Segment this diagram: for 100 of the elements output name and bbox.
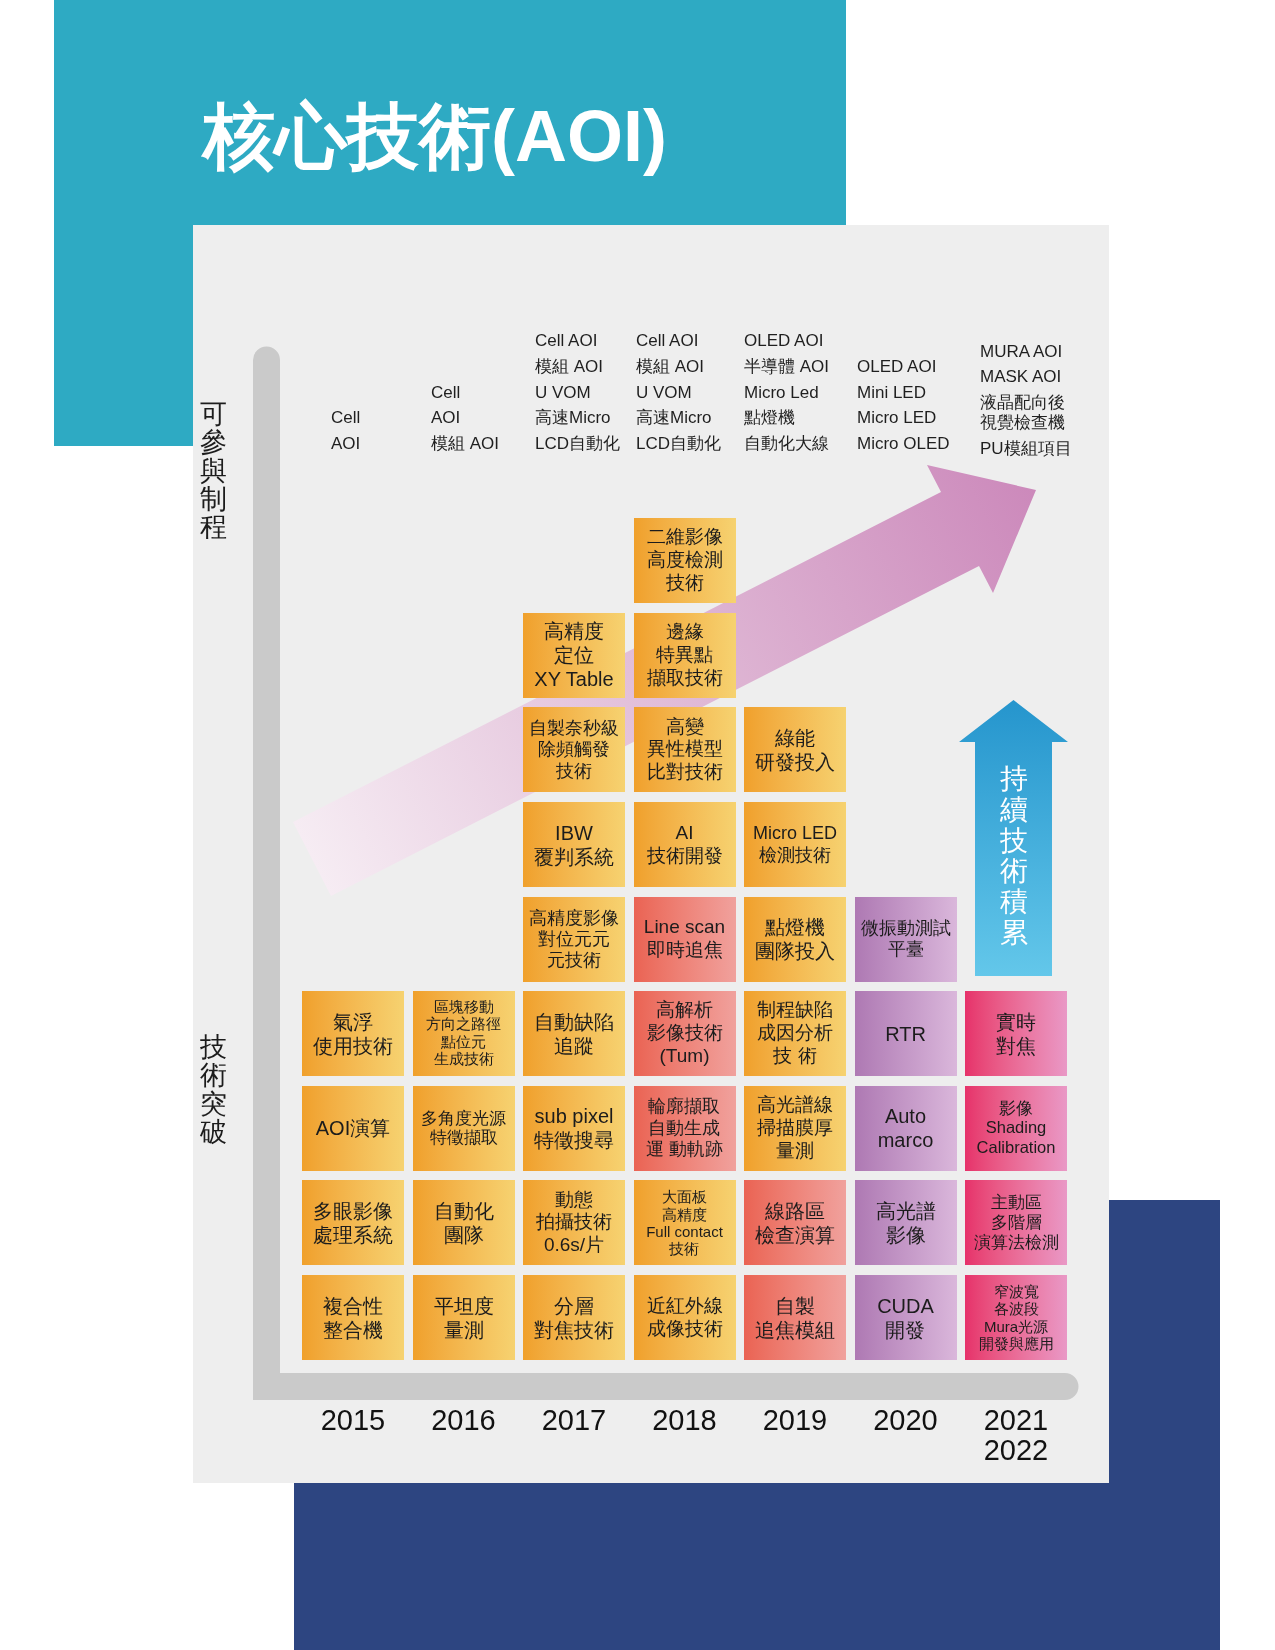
tech-tile [965, 991, 1067, 1077]
tech-tile [302, 1275, 404, 1360]
tile-label: 影像Shading Calibration [976, 1098, 1056, 1158]
tile-label: 自動缺陷追蹤 [534, 1009, 614, 1058]
arrow-label: 持續技術積累 [999, 764, 1028, 949]
tile-label: 區塊移動方向之路徑點位元生成技術 [426, 998, 501, 1069]
tile-label: 自製追焦模組 [755, 1293, 835, 1342]
tile-label: 主動區多階層演算法檢測 [973, 1193, 1059, 1253]
tile-label: sub pixel 特徵搜尋 [534, 1104, 614, 1153]
process-item: 模組 AOI [431, 433, 499, 456]
process-item: Cell AOI [331, 407, 361, 456]
tile-label: 點燈機團隊投入 [755, 915, 835, 964]
process-item: PU模組項目 [980, 438, 1072, 461]
tile-label: 氣浮使用技術 [313, 1009, 393, 1058]
tile-label: 大面板高精度Full contact技術 [646, 1188, 723, 1258]
tile-label: 邊緣特異點擷取技術 [646, 621, 723, 690]
tile-label: 線路區檢查演算 [755, 1198, 835, 1247]
tech-tile [744, 1180, 846, 1266]
tech-tile [523, 896, 625, 982]
year-label: 2017 [541, 1405, 607, 1435]
tile-label: 綠能研發投入 [755, 725, 835, 774]
tech-tile [744, 896, 846, 982]
tech-tile [965, 1085, 1067, 1171]
tile-label: AOI演算 [315, 1116, 391, 1141]
tile-label: 複合性整合機 [323, 1293, 383, 1342]
process-item: OLED AOI [857, 355, 937, 378]
process-item: Micro LED [857, 407, 937, 430]
tech-tile [412, 1275, 515, 1360]
tech-tile [744, 991, 846, 1077]
tech-tile [523, 1085, 625, 1171]
tech-tile [854, 896, 957, 982]
tech-tile [633, 896, 736, 982]
year-label: 2015 [320, 1405, 386, 1435]
tile-label: 多眼影像處理系統 [313, 1198, 393, 1247]
year-label: 2018 [652, 1405, 717, 1435]
tech-tile [854, 991, 957, 1077]
tech-tile [412, 1085, 515, 1171]
tile-label: IBW 覆判系統 [534, 820, 614, 869]
tech-tile [744, 707, 846, 793]
tech-tile [523, 707, 625, 793]
process-item: 半導體 AOI [744, 355, 829, 378]
tech-tile [412, 991, 515, 1077]
tile-label: 微振動測試平臺 [860, 918, 951, 961]
tech-tile [412, 1180, 515, 1266]
process-item: MURA AOI [980, 340, 1063, 363]
process-item: 自動化大線 [744, 433, 829, 456]
process-item: U VOM [535, 381, 591, 404]
tech-tile [744, 1085, 846, 1171]
tile-label: 高精度定位XY Table [534, 619, 614, 692]
up-arrow [959, 700, 1068, 976]
process-item: 模組 AOI [636, 355, 704, 378]
tech-tile [633, 707, 736, 793]
process-item: Micro OLED [857, 433, 950, 456]
process-item: 高速Micro LCD自動化 [535, 407, 620, 456]
tech-tile [302, 1180, 404, 1266]
tech-tile [854, 1275, 957, 1360]
process-item: Mini LED [857, 381, 926, 404]
tile-label: Line scan 即時追焦 [643, 916, 726, 962]
process-item: 點燈機 [744, 407, 795, 430]
tile-label: 動態拍攝技術0.6s/片 [536, 1188, 612, 1258]
tech-tile [523, 802, 625, 887]
tile-label: Auto marco [877, 1104, 934, 1153]
process-item: 模組 AOI [535, 355, 603, 378]
tech-tile [633, 1180, 736, 1266]
tile-label: 二維影像高度檢測技術 [646, 526, 723, 595]
tech-tile [965, 1275, 1067, 1360]
tech-tile [523, 612, 625, 698]
tech-tile [633, 991, 736, 1077]
tech-tile [633, 1085, 736, 1171]
tech-tile [854, 1085, 957, 1171]
process-item: Cell AOI [636, 330, 699, 352]
year-label: 2020 [873, 1405, 938, 1435]
tech-tile [633, 518, 736, 604]
tile-label: 輪廓擷取自動生成運 動軌跡 [646, 1095, 723, 1161]
tile-label: 高光譜線掃描膜厚量測 [757, 1094, 833, 1163]
tile-label: 高光譜影像 [875, 1198, 936, 1247]
tech-tile [302, 991, 404, 1077]
tile-label: 多角度光源特徵擷取 [421, 1108, 506, 1149]
tile-label: AI 技術開發 [646, 821, 723, 868]
tile-label: RTR [885, 1021, 926, 1046]
process-item: 液晶配向後視覺檢查機 [980, 393, 1066, 434]
year-label: 2019 [762, 1405, 828, 1435]
tech-tile [633, 802, 736, 887]
tile-label: 自動化團隊 [433, 1198, 494, 1247]
axis-label: 可參與制程 [200, 400, 227, 542]
tile-label: CUDA 開發 [877, 1293, 934, 1342]
tech-tile [523, 1275, 625, 1360]
process-item: OLED AOI [744, 330, 824, 352]
tile-label: Micro LED 檢測技術 [753, 822, 837, 867]
tech-tile [523, 1180, 625, 1266]
tech-tile [633, 612, 736, 698]
tech-tile [965, 1180, 1067, 1266]
tech-tile [523, 991, 625, 1077]
tile-label: 高變異性模型比對技術 [646, 715, 723, 785]
process-item: Cell AOI [431, 381, 461, 430]
tile-label: 窄波寬各波段Mura光源開發與應用 [978, 1283, 1054, 1352]
tile-label: 實時對焦 [996, 1009, 1036, 1058]
process-item: MASK AOI [980, 366, 1062, 389]
tile-label: 高精度影像對位元元元技術 [529, 907, 619, 971]
tile-label: 分層對焦技術 [534, 1293, 614, 1342]
